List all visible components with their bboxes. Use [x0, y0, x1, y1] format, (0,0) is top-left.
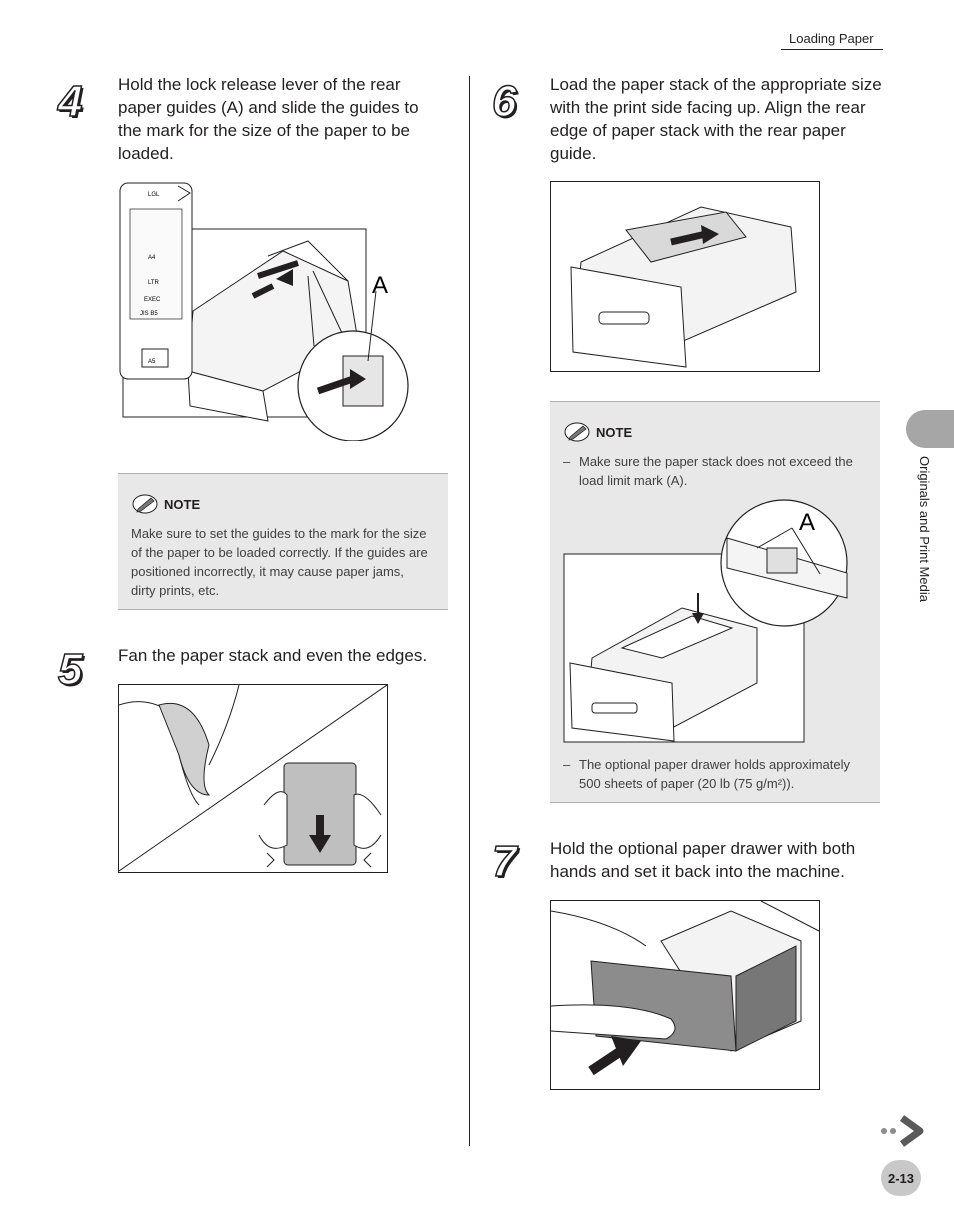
- header-rule: [781, 49, 883, 50]
- fig4-label-jisb5: JIS B5: [140, 311, 158, 317]
- column-divider: [469, 76, 470, 1146]
- fig4-callout-a: A: [372, 272, 388, 299]
- note-right-bullet-1-text: Make sure the paper stack does not excee…: [579, 454, 853, 488]
- step-5-number: 5: [57, 645, 83, 694]
- running-header: Loading Paper: [789, 31, 874, 46]
- step-5-text: Fan the paper stack and even the edges.: [118, 646, 428, 665]
- fig4-label-ltr: LTR: [148, 280, 160, 286]
- note-heading-left-text: NOTE: [164, 496, 201, 512]
- step-5-illustration: [118, 684, 388, 873]
- note-right-bullet-2: – The optional paper drawer holds approx…: [563, 755, 868, 795]
- note-right-bullet-1: – Make sure the paper stack does not exc…: [563, 452, 868, 492]
- note-heading-right-text: NOTE: [596, 424, 633, 440]
- step-7-text: Hold the optional paper drawer with both…: [550, 839, 856, 881]
- fig4-label-a5: A5: [148, 359, 156, 365]
- note-left-text: Make sure to set the guides to the mark …: [131, 526, 428, 598]
- next-page-arrow-icon: [881, 1115, 924, 1147]
- note-pencil-icon: [564, 422, 590, 442]
- fig4-label-a4: A4: [148, 255, 156, 261]
- note-illustration: A: [562, 498, 862, 748]
- step-6-text: Load the paper stack of the appropriate …: [550, 75, 882, 163]
- note-heading-left: NOTE: [132, 494, 200, 514]
- note-pencil-icon: [132, 494, 158, 514]
- note-fig-callout-a: A: [799, 509, 815, 536]
- page-number: 2-13: [881, 1160, 921, 1196]
- chapter-tab-label: Originals and Print Media: [917, 456, 932, 602]
- step-6-illustration: [550, 181, 820, 372]
- step-7-illustration: [550, 900, 820, 1090]
- step-4-illustration: LGL A4 LTR EXEC JIS B5 A5 A: [118, 181, 418, 442]
- bullet-dash: –: [563, 454, 571, 469]
- note-box-right: NOTE – Make sure the paper stack does no…: [550, 401, 880, 803]
- chapter-tab: [906, 410, 954, 448]
- fig4-label-lgl: LGL: [148, 192, 160, 198]
- note-heading-right: NOTE: [564, 422, 632, 442]
- step-4-text: Hold the lock release lever of the rear …: [118, 75, 419, 163]
- step-6-number: 6: [491, 77, 517, 126]
- step-4-number: 4: [57, 77, 83, 126]
- fig4-label-exec: EXEC: [144, 297, 161, 303]
- step-7-number: 7: [491, 837, 517, 886]
- note-right-bullet-2-text: The optional paper drawer holds approxim…: [579, 757, 850, 791]
- note-box-left: NOTE Make sure to set the guides to the …: [118, 473, 448, 610]
- bullet-dash: –: [563, 757, 571, 772]
